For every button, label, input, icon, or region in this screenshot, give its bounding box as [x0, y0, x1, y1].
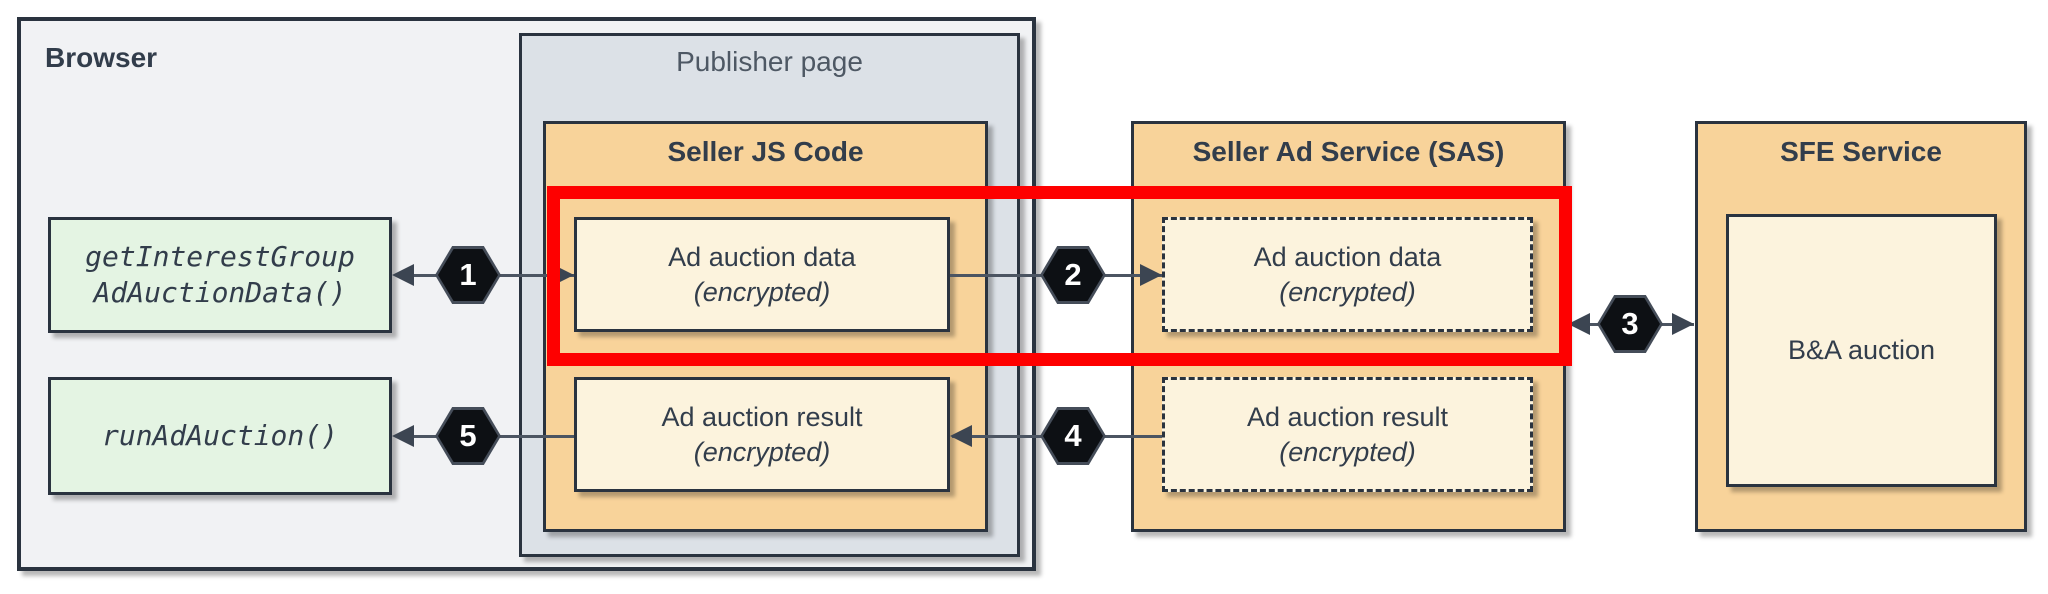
ad-auction-result-sas-line2: (encrypted): [1279, 436, 1416, 467]
publisher-page-label: Publisher page: [676, 46, 863, 77]
step-5-badge: 5: [435, 407, 501, 465]
seller-js-code-label: Seller JS Code: [667, 136, 864, 167]
step-4-badge: 4: [1040, 407, 1106, 465]
ad-auction-result-js-line2: (encrypted): [693, 436, 831, 467]
step-3-badge: 3: [1597, 295, 1663, 353]
arrow-3-right-head: [1672, 313, 1694, 335]
sfe-label: SFE Service: [1780, 136, 1942, 167]
ad-auction-result-js-line1: Ad auction result: [661, 401, 863, 432]
api-giga-line1: getInterestGroup: [85, 240, 355, 273]
ba-auction-text: B&A auction: [1729, 217, 1994, 484]
ad-auction-result-sas-text: Ad auction result (encrypted): [1165, 380, 1530, 489]
ad-auction-data-sas-line2: (encrypted): [1279, 276, 1416, 307]
ad-auction-data-sas-line1: Ad auction data: [1253, 241, 1442, 272]
arrow-1-left-head: [392, 264, 414, 286]
arrow-4-left-head: [950, 425, 972, 447]
ad-auction-data-sas-text: Ad auction data (encrypted): [1165, 220, 1530, 329]
ad-auction-data-js-line2: (encrypted): [693, 276, 831, 307]
arrow-5-left-head: [392, 425, 414, 447]
api-get-interest-group-text: getInterestGroup AdAuctionData(): [51, 220, 389, 330]
api-run-ad-auction-text: runAdAuction(): [51, 380, 389, 492]
step-1-number: 1: [438, 249, 498, 301]
ad-auction-result-box-sas: Ad auction result (encrypted): [1162, 377, 1533, 492]
ad-auction-data-js-text: Ad auction data (encrypted): [577, 220, 947, 329]
api-raa-line1: runAdAuction(): [101, 419, 338, 452]
ad-auction-result-sas-line1: Ad auction result: [1246, 401, 1449, 432]
browser-label: Browser: [45, 42, 158, 73]
step-4-number: 4: [1043, 410, 1103, 462]
ad-auction-data-box-js: Ad auction data (encrypted): [574, 217, 950, 332]
step-5-number: 5: [438, 410, 498, 462]
ad-auction-data-box-sas: Ad auction data (encrypted): [1162, 217, 1533, 332]
api-giga-line2: AdAuctionData(): [93, 276, 347, 309]
ad-auction-result-js-text: Ad auction result (encrypted): [577, 380, 947, 489]
step-3-number: 3: [1600, 298, 1660, 350]
ba-auction-box: B&A auction: [1726, 214, 1997, 487]
ba-auction-label: B&A auction: [1787, 335, 1936, 365]
highlight-red-rectangle: [547, 186, 1572, 366]
api-get-interest-group-ad-auction-data-box: getInterestGroup AdAuctionData(): [48, 217, 392, 333]
ad-auction-data-js-line1: Ad auction data: [668, 241, 856, 272]
api-run-ad-auction-box: runAdAuction(): [48, 377, 392, 495]
sas-label: Seller Ad Service (SAS): [1192, 136, 1505, 167]
ad-auction-result-box-js: Ad auction result (encrypted): [574, 377, 950, 492]
arrow-3-left-head: [1568, 313, 1590, 335]
arrow-2-right-head: [1140, 264, 1162, 286]
